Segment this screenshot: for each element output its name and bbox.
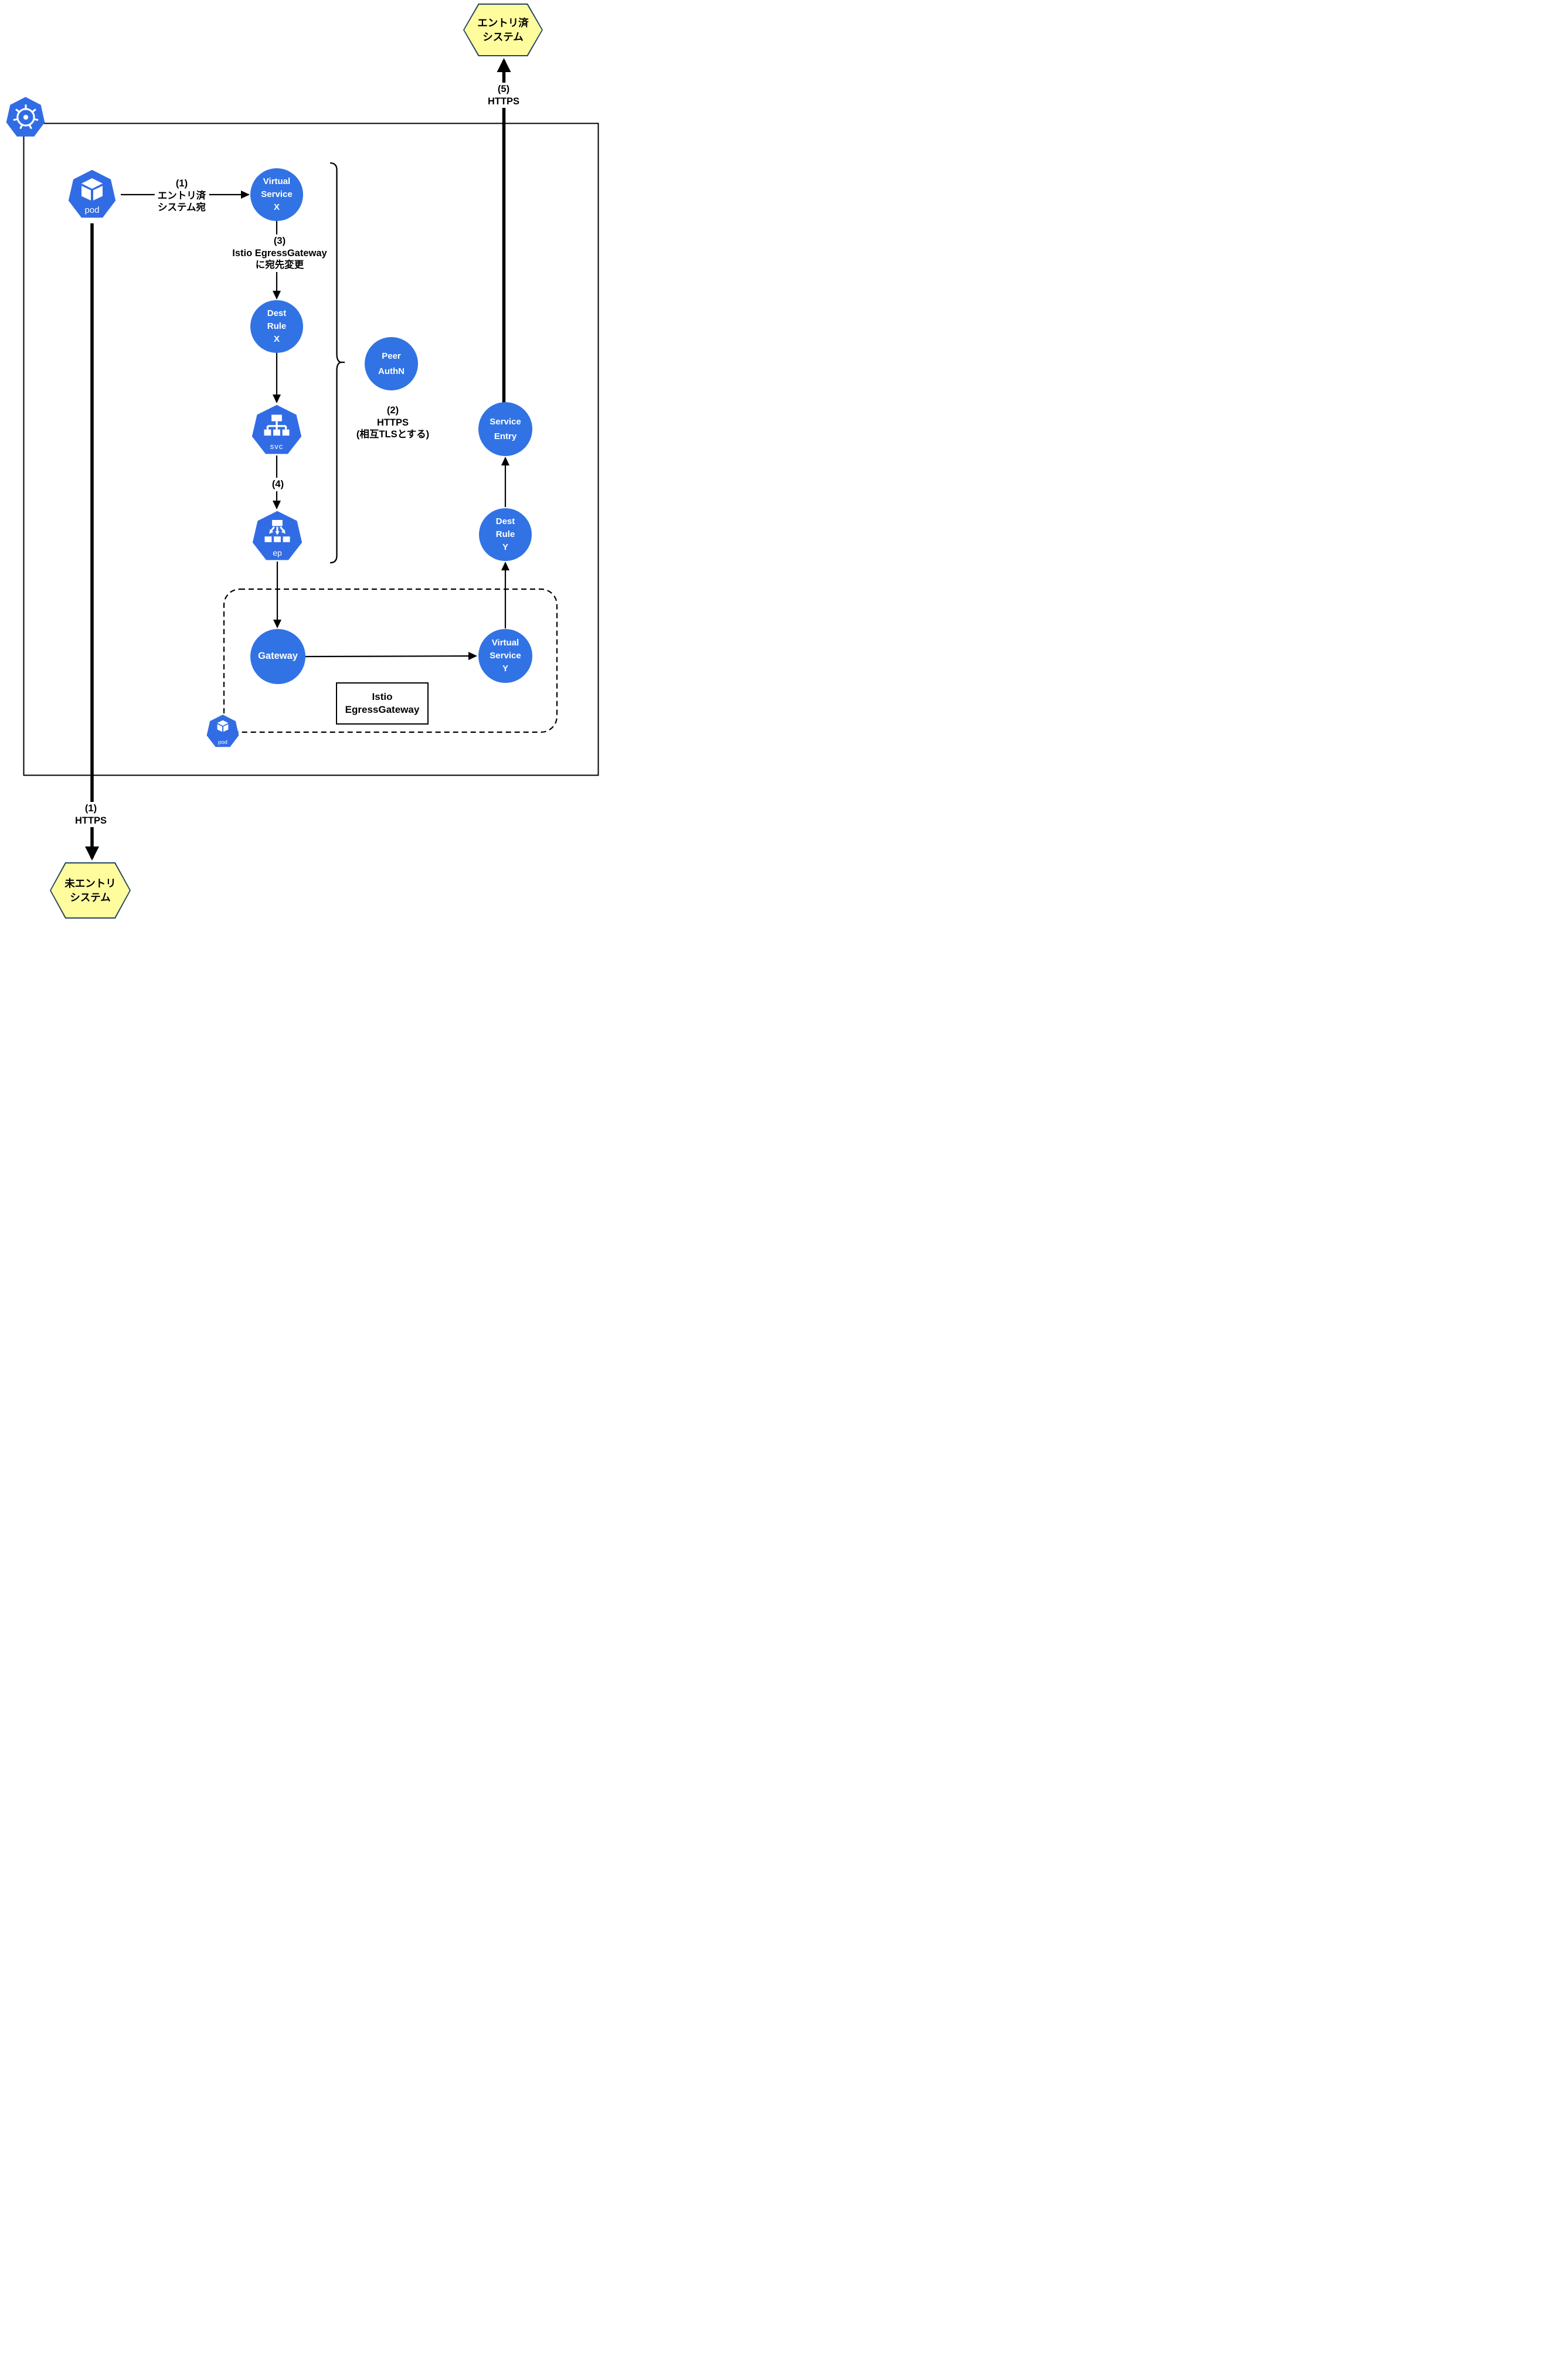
kubernetes-logo bbox=[6, 97, 45, 137]
dest-rule-y-line1: Dest bbox=[495, 516, 515, 527]
label-step2: (2) HTTPS (相互TLSとする) bbox=[353, 404, 433, 441]
label-step1-https-text: HTTPS bbox=[74, 815, 107, 826]
virtual-service-y-node: Virtual Service Y bbox=[478, 629, 532, 683]
unregistered-system-hexagon: 未エントリ システム bbox=[50, 862, 131, 919]
egress-box-line1: Istio bbox=[372, 691, 393, 702]
label-step3-number: (3) bbox=[273, 236, 286, 246]
dest-rule-x-line1: Dest bbox=[267, 308, 287, 319]
pod-label: pod bbox=[84, 205, 100, 215]
unregistered-system-line1: 未エントリ bbox=[64, 877, 116, 889]
service-entry-line2: Entry bbox=[494, 431, 517, 441]
cube-icon bbox=[217, 720, 229, 732]
registered-system-hexagon: エントリ済 システム bbox=[463, 4, 543, 56]
unregistered-system-line2: システム bbox=[70, 892, 111, 903]
virtual-service-y-line1: Virtual bbox=[491, 638, 519, 648]
egress-pod-label: pod bbox=[218, 739, 227, 746]
svc-label: svc bbox=[270, 442, 284, 451]
label-step3-text2: に宛先変更 bbox=[255, 260, 304, 271]
arrow-gateway-to-vsy bbox=[305, 652, 477, 661]
peer-authn-node: Peer AuthN bbox=[365, 337, 418, 390]
gateway-label: Gateway bbox=[258, 651, 298, 662]
virtual-service-y-line3: Y bbox=[502, 663, 508, 674]
label-step1-number: (1) bbox=[175, 178, 188, 189]
label-step4: (4) bbox=[269, 478, 287, 491]
dest-rule-x-node: Dest Rule X bbox=[250, 300, 303, 353]
virtual-service-x-line1: Virtual bbox=[263, 176, 291, 187]
ep-node: ep bbox=[252, 511, 303, 560]
egress-pod-node: pod bbox=[206, 715, 239, 747]
label-step5-text: HTTPS bbox=[487, 96, 520, 107]
peer-authn-line2: AuthN bbox=[378, 366, 405, 376]
label-step1-destination: (1) エントリ済 システム宛 bbox=[154, 177, 209, 215]
registered-system-line2: システム bbox=[482, 31, 524, 43]
label-step5-number: (5) bbox=[497, 84, 510, 94]
dest-rule-y-node: Dest Rule Y bbox=[479, 508, 532, 561]
connector-layer bbox=[23, 58, 599, 861]
label-step3: (3) Istio EgressGateway に宛先変更 bbox=[229, 234, 330, 272]
kubernetes-wheel-icon bbox=[13, 104, 38, 129]
virtual-service-y-line2: Service bbox=[490, 651, 521, 661]
virtual-service-x-line2: Service bbox=[261, 189, 293, 200]
pod-node: pod bbox=[68, 169, 116, 218]
service-entry-node: Service Entry bbox=[478, 402, 532, 456]
virtual-service-x-node: Virtual Service X bbox=[250, 168, 303, 221]
diagram-canvas: pod Virtual Service X Dest Rule X svc bbox=[0, 0, 600, 919]
dest-rule-y-line3: Y bbox=[502, 542, 508, 552]
label-step5: (5) HTTPS bbox=[484, 83, 523, 108]
label-step1-text2: システム宛 bbox=[157, 202, 206, 213]
registered-system-line1: エントリ済 bbox=[477, 16, 529, 29]
service-entry-line1: Service bbox=[490, 416, 521, 427]
egress-box-line2: EgressGateway bbox=[345, 704, 420, 715]
label-step1-https-number: (1) bbox=[84, 803, 97, 814]
label-step2-number: (2) bbox=[386, 405, 399, 416]
svc-node: svc bbox=[252, 404, 302, 454]
label-step2-text2: (相互TLSとする) bbox=[356, 429, 430, 440]
label-step1-text1: エントリ済 bbox=[157, 190, 206, 201]
cube-icon bbox=[81, 178, 103, 200]
egress-gateway-caption-box: Istio EgressGateway bbox=[336, 682, 429, 725]
label-step3-text1: Istio EgressGateway bbox=[232, 247, 327, 259]
service-tree-icon bbox=[264, 414, 290, 436]
ep-label: ep bbox=[273, 548, 282, 557]
gateway-node: Gateway bbox=[250, 629, 305, 684]
dest-rule-y-line2: Rule bbox=[495, 529, 515, 540]
peer-authn-line1: Peer bbox=[382, 351, 401, 361]
grouping-brace bbox=[329, 162, 343, 564]
dest-rule-x-line2: Rule bbox=[267, 321, 287, 332]
dest-rule-x-line3: X bbox=[273, 334, 280, 344]
virtual-service-x-line3: X bbox=[273, 202, 280, 212]
label-step2-text1: HTTPS bbox=[376, 417, 409, 428]
label-step4-number: (4) bbox=[271, 479, 284, 489]
label-step1-https: (1) HTTPS bbox=[72, 802, 110, 828]
endpoint-fanout-icon bbox=[264, 519, 290, 542]
